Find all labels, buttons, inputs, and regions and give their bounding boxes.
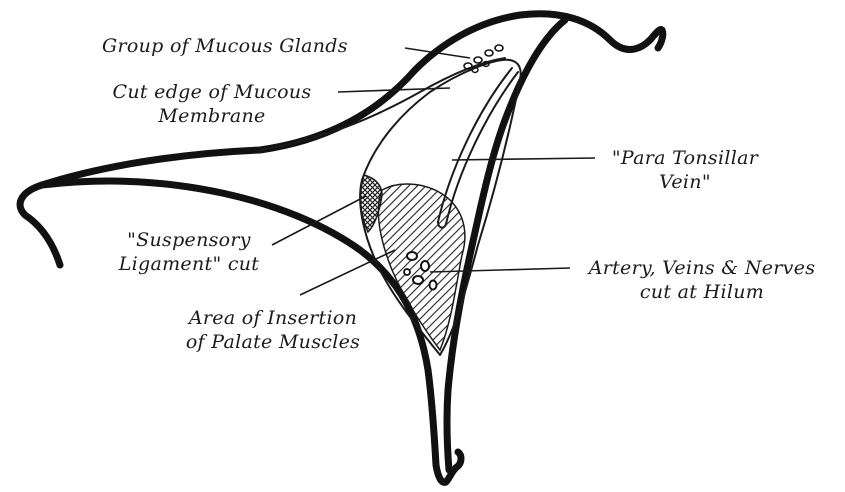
label-cut-edge-line2: Membrane xyxy=(84,104,340,128)
label-mucous-glands: Group of Mucous Glands xyxy=(102,34,348,58)
label-artery: Artery, Veins & Nerves cut at Hilum xyxy=(570,256,834,304)
label-insertion: Area of Insertion of Palate Muscles xyxy=(156,306,390,354)
label-cut-edge: Cut edge of Mucous Membrane xyxy=(84,80,340,128)
label-para-tonsillar-line2: Vein" xyxy=(592,170,778,194)
leader-suspensory xyxy=(272,196,366,245)
label-para-tonsillar-line1: "Para Tonsillar xyxy=(592,146,778,170)
label-suspensory-line1: "Suspensory xyxy=(96,228,282,252)
label-artery-line1: Artery, Veins & Nerves xyxy=(570,256,834,280)
label-suspensory-line2: Ligament" cut xyxy=(96,252,282,276)
label-suspensory: "Suspensory Ligament" cut xyxy=(96,228,282,276)
label-mucous-glands-text: Group of Mucous Glands xyxy=(102,34,348,58)
label-insertion-line1: Area of Insertion xyxy=(156,306,390,330)
label-para-tonsillar: "Para Tonsillar Vein" xyxy=(592,146,778,194)
label-cut-edge-line1: Cut edge of Mucous xyxy=(84,80,340,104)
label-artery-line2: cut at Hilum xyxy=(570,280,834,304)
label-insertion-line2: of Palate Muscles xyxy=(156,330,390,354)
leader-para-tonsillar xyxy=(452,158,595,160)
